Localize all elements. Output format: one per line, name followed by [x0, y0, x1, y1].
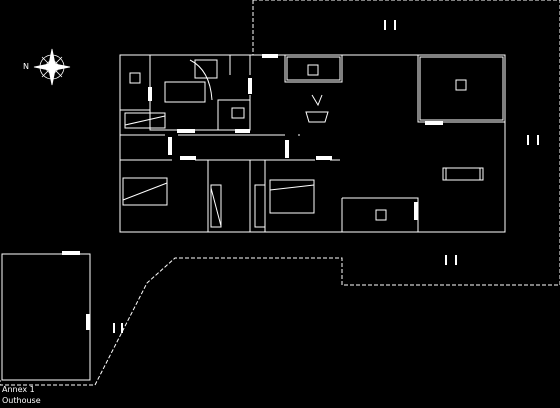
window — [177, 129, 195, 133]
annex-sublabel: Outhouse — [2, 396, 41, 405]
bathtub — [194, 59, 218, 79]
bed — [269, 179, 315, 214]
window — [235, 129, 250, 133]
compass-rose-icon — [33, 48, 71, 86]
terrace-symbol-icon — [113, 20, 539, 333]
cabinet — [286, 56, 341, 81]
door — [316, 156, 332, 160]
bed-diagonal — [210, 187, 222, 227]
bed — [210, 184, 222, 228]
door — [148, 87, 152, 101]
toilet — [231, 107, 245, 119]
wood-stove-icon — [305, 94, 329, 123]
window — [262, 54, 278, 58]
wall — [120, 134, 340, 161]
window — [62, 251, 80, 255]
wall — [284, 55, 505, 232]
annex-label: Annex 1 — [2, 385, 35, 394]
shower-curve — [189, 59, 213, 101]
window — [414, 202, 418, 220]
wall — [120, 55, 251, 131]
sink — [164, 81, 206, 103]
door — [168, 137, 172, 155]
bench-diagonal — [124, 115, 166, 126]
door — [285, 140, 289, 158]
bench — [124, 112, 166, 129]
house-outline — [119, 54, 506, 233]
terrace-outline — [0, 0, 560, 386]
sofa-arms — [445, 168, 481, 180]
sofa — [442, 167, 484, 181]
door — [180, 156, 196, 160]
bed-diagonal — [269, 184, 315, 191]
bed — [122, 177, 168, 206]
cabinet — [419, 56, 504, 121]
bed-diagonal — [122, 182, 168, 201]
washer — [129, 72, 141, 84]
wall — [207, 160, 266, 232]
annex-outline — [1, 253, 91, 381]
window — [425, 121, 443, 125]
bed — [254, 184, 266, 228]
door — [248, 78, 252, 94]
north-label: N — [23, 62, 29, 71]
cabinet-icon — [307, 64, 467, 221]
window — [86, 314, 90, 330]
